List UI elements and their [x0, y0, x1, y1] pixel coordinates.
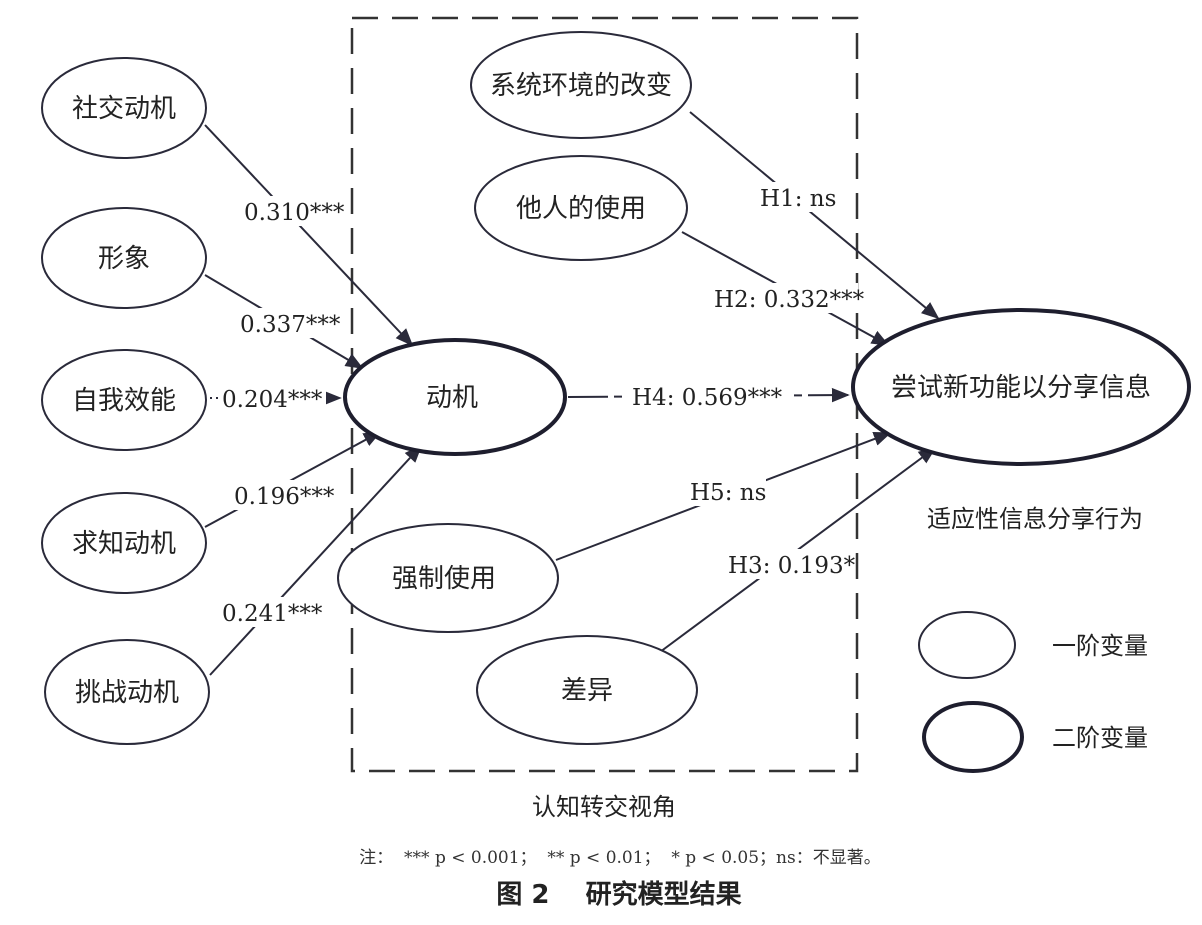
- edge-label-h4: H4: 0.569***: [632, 385, 783, 411]
- legend-second-order-symbol: [922, 701, 1024, 773]
- figure-caption: 图 2 研究模型结果: [496, 879, 741, 910]
- edge-label-challenge: 0.241***: [222, 601, 323, 627]
- edge-label-efficacy: 0.204***: [222, 387, 323, 413]
- legend-second-order-label: 二阶变量: [1052, 724, 1148, 752]
- edge-social-motive: [204, 124, 414, 347]
- edge-label-social: 0.310***: [244, 200, 345, 226]
- legend-first-order-symbol: [918, 611, 1016, 679]
- significance-note: 注： *** p < 0.001； ** p < 0.01； * p < 0.0…: [359, 848, 880, 868]
- node-label-forced-use: 强制使用: [392, 564, 496, 594]
- node-label-difference: 差异: [561, 676, 613, 706]
- node-label-challenge-motive: 挑战动机: [75, 678, 179, 708]
- edge-knowledge-motive: [204, 431, 382, 528]
- node-difference: 差异: [476, 635, 698, 745]
- node-knowledge-motive: 求知动机: [41, 492, 207, 594]
- node-label-system-change: 系统环境的改变: [490, 71, 672, 101]
- node-system-change: 系统环境的改变: [470, 31, 692, 139]
- node-label-motivation: 动机: [426, 383, 478, 413]
- edge-label-h2: H2: 0.332***: [714, 287, 865, 313]
- edge-challenge-motive: [209, 444, 423, 676]
- edge-label-knowledge: 0.196***: [234, 484, 335, 510]
- edge-label-masks: [218, 182, 858, 627]
- node-label-try-new-feature: 尝试新功能以分享信息: [891, 373, 1151, 403]
- edge-label-h3: H3: 0.193*: [728, 553, 856, 579]
- edge-label-h5: H5: ns: [690, 480, 766, 506]
- node-try-new-feature: 尝试新功能以分享信息: [851, 308, 1191, 466]
- edge-label-h1: H1: ns: [760, 186, 836, 212]
- edge-label-image: 0.337***: [240, 312, 341, 338]
- node-challenge-motive: 挑战动机: [44, 639, 210, 745]
- legend: 一阶变量 二阶变量: [918, 611, 1148, 773]
- edge-h1: [689, 111, 940, 320]
- node-image: 形象: [41, 207, 207, 309]
- node-others-use: 他人的使用: [474, 155, 688, 261]
- node-self-efficacy: 自我效能: [41, 349, 207, 451]
- node-forced-use: 强制使用: [337, 523, 559, 633]
- node-motivation: 动机: [343, 338, 567, 456]
- node-label-knowledge-motive: 求知动机: [72, 529, 176, 559]
- node-label-social-motive: 社交动机: [72, 94, 176, 124]
- legend-first-order-label: 一阶变量: [1052, 632, 1148, 660]
- cognitive-perspective-label: 认知转交视角: [532, 793, 676, 821]
- node-label-image: 形象: [98, 244, 150, 274]
- node-label-others-use: 他人的使用: [516, 194, 646, 224]
- adaptive-behavior-label: 适应性信息分享行为: [927, 505, 1143, 533]
- node-label-self-efficacy: 自我效能: [72, 386, 176, 416]
- node-social-motive: 社交动机: [41, 57, 207, 159]
